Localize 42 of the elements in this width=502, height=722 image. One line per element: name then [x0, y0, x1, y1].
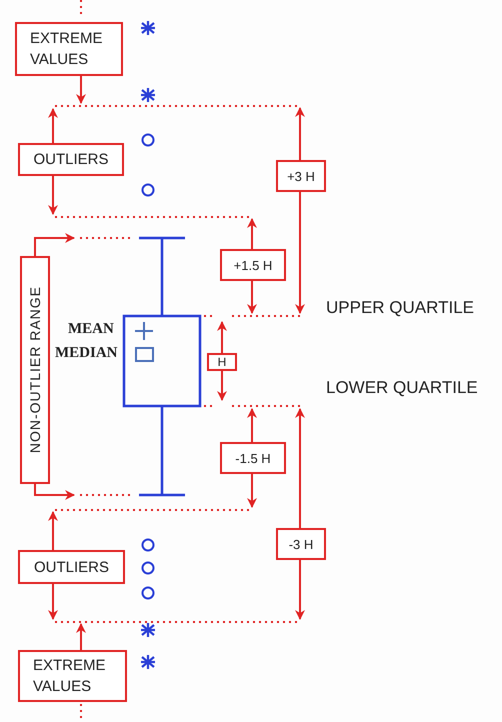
box-label: -1.5 H	[235, 450, 271, 466]
box-label: H	[218, 355, 226, 369]
arrow	[34, 484, 75, 500]
arrow	[76, 76, 86, 104]
box-label: OUTLIERS	[33, 151, 108, 168]
box-label: NON-OUTLIER RANGE	[27, 286, 43, 454]
arrow	[247, 408, 257, 442]
label-box	[220, 249, 286, 281]
arrow	[48, 511, 58, 550]
label-box	[20, 256, 50, 484]
arrow	[48, 584, 58, 620]
axis-annotation: MEDIAN	[55, 345, 118, 362]
label-box	[18, 550, 125, 584]
arrow	[295, 560, 305, 620]
arrow	[247, 474, 257, 508]
label-box	[18, 650, 127, 702]
label-box	[207, 353, 237, 371]
axis-annotation: LOWER QUARTILE	[326, 378, 478, 398]
box-label: -3 H	[288, 536, 314, 552]
box-label: +1.5 H	[234, 258, 272, 272]
box-label: EXTREME VALUES	[30, 29, 104, 70]
axis-annotation: UPPER QUARTILE	[326, 298, 474, 318]
arrow	[295, 408, 305, 528]
arrow	[295, 107, 305, 160]
arrow	[76, 623, 86, 650]
label-box	[18, 143, 124, 176]
label-box	[15, 22, 123, 76]
box-label: +3 H	[287, 168, 315, 184]
arrow	[34, 233, 75, 256]
box-label: EXTREME VALUES	[33, 656, 107, 697]
arrow	[247, 218, 257, 249]
arrow	[48, 176, 58, 215]
axis-annotation: MEAN	[68, 321, 114, 338]
arrow	[217, 371, 227, 401]
arrow	[295, 192, 305, 314]
label-box	[276, 160, 326, 192]
label-box	[276, 528, 326, 560]
box-label: OUTLIERS	[34, 558, 109, 576]
arrow	[48, 108, 58, 143]
arrow	[247, 281, 257, 314]
arrow	[217, 321, 227, 353]
label-box	[220, 442, 286, 474]
